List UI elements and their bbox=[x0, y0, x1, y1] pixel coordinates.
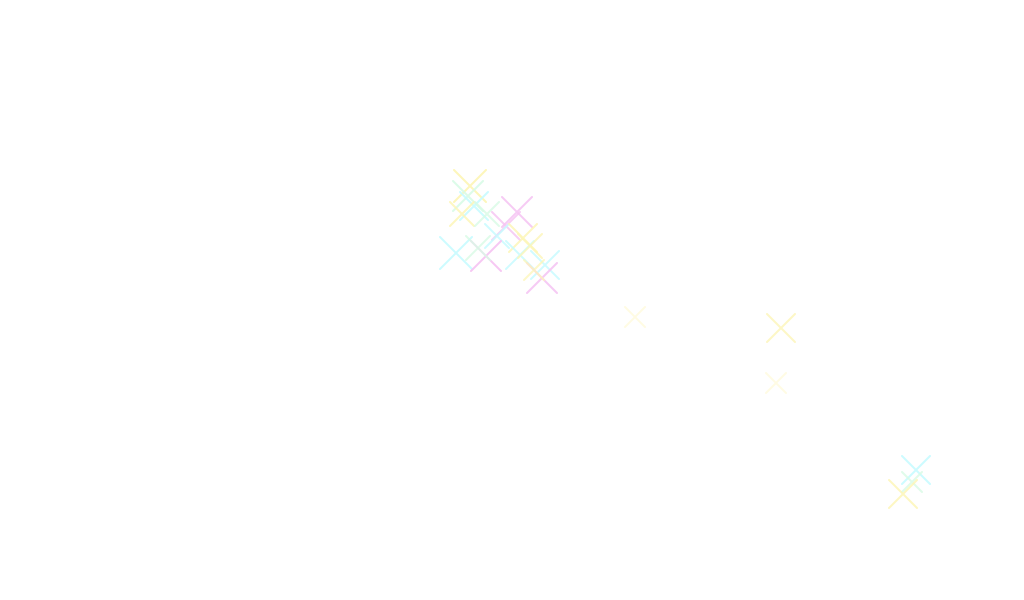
cross-mark-icon bbox=[439, 236, 473, 270]
cross-mark-icon bbox=[888, 479, 918, 509]
cross-mark-icon bbox=[901, 471, 923, 493]
cross-mark-icon bbox=[523, 259, 545, 281]
cross-mark-icon bbox=[765, 372, 787, 394]
cross-mark-icon bbox=[453, 169, 487, 203]
cross-mark-icon bbox=[517, 233, 543, 259]
cross-mark-icon bbox=[501, 196, 533, 228]
cross-mark-icon bbox=[465, 235, 491, 261]
cross-mark-icon bbox=[449, 201, 475, 227]
cross-mark-icon bbox=[484, 223, 510, 249]
cross-mark-icon bbox=[530, 250, 560, 280]
cross-mark-icon bbox=[766, 313, 796, 343]
cross-mark-icon bbox=[474, 201, 500, 227]
cross-mark-icon bbox=[901, 455, 931, 485]
cross-mark-icon bbox=[624, 306, 646, 328]
